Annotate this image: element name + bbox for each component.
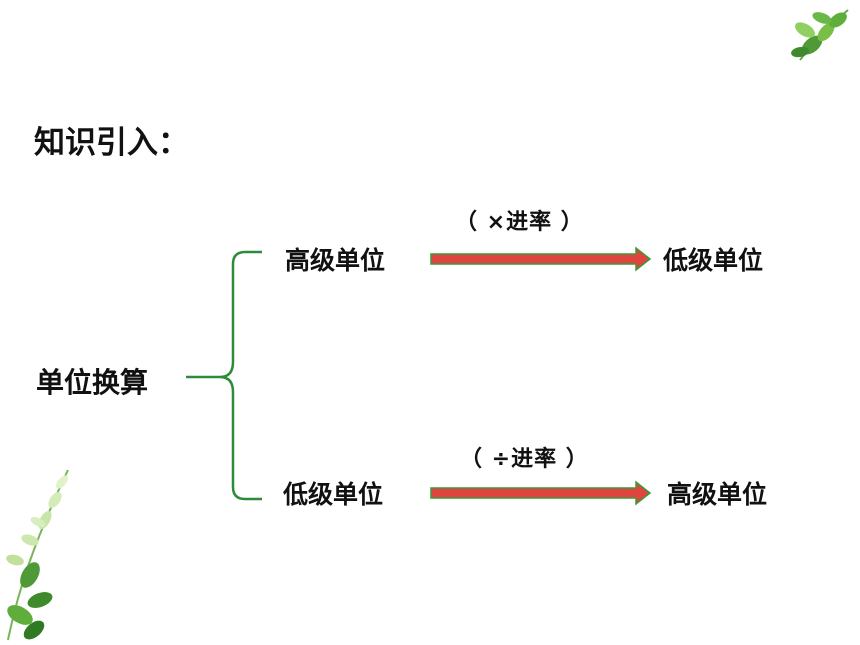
page-title: 知识引入：	[34, 125, 189, 161]
leaf-branch-bottom-left-icon	[6, 469, 69, 641]
conversion-to-unit: 低级单位	[663, 246, 764, 275]
conversion-to-unit: 高级单位	[667, 480, 768, 509]
curly-bracket	[186, 250, 262, 501]
conversion-rule-multiply: （ ×进率 ）	[455, 210, 584, 235]
conversion-rule-divide: （ ÷进率 ）	[460, 447, 589, 472]
leaf-branch-top-right-icon	[791, 9, 849, 61]
conversion-from-unit: 低级单位	[283, 480, 384, 509]
conversion-from-unit: 高级单位	[285, 246, 386, 275]
arrow-right-icon	[430, 246, 652, 272]
root-node-label: 单位换算	[36, 366, 149, 399]
arrow-right-icon	[430, 480, 652, 506]
